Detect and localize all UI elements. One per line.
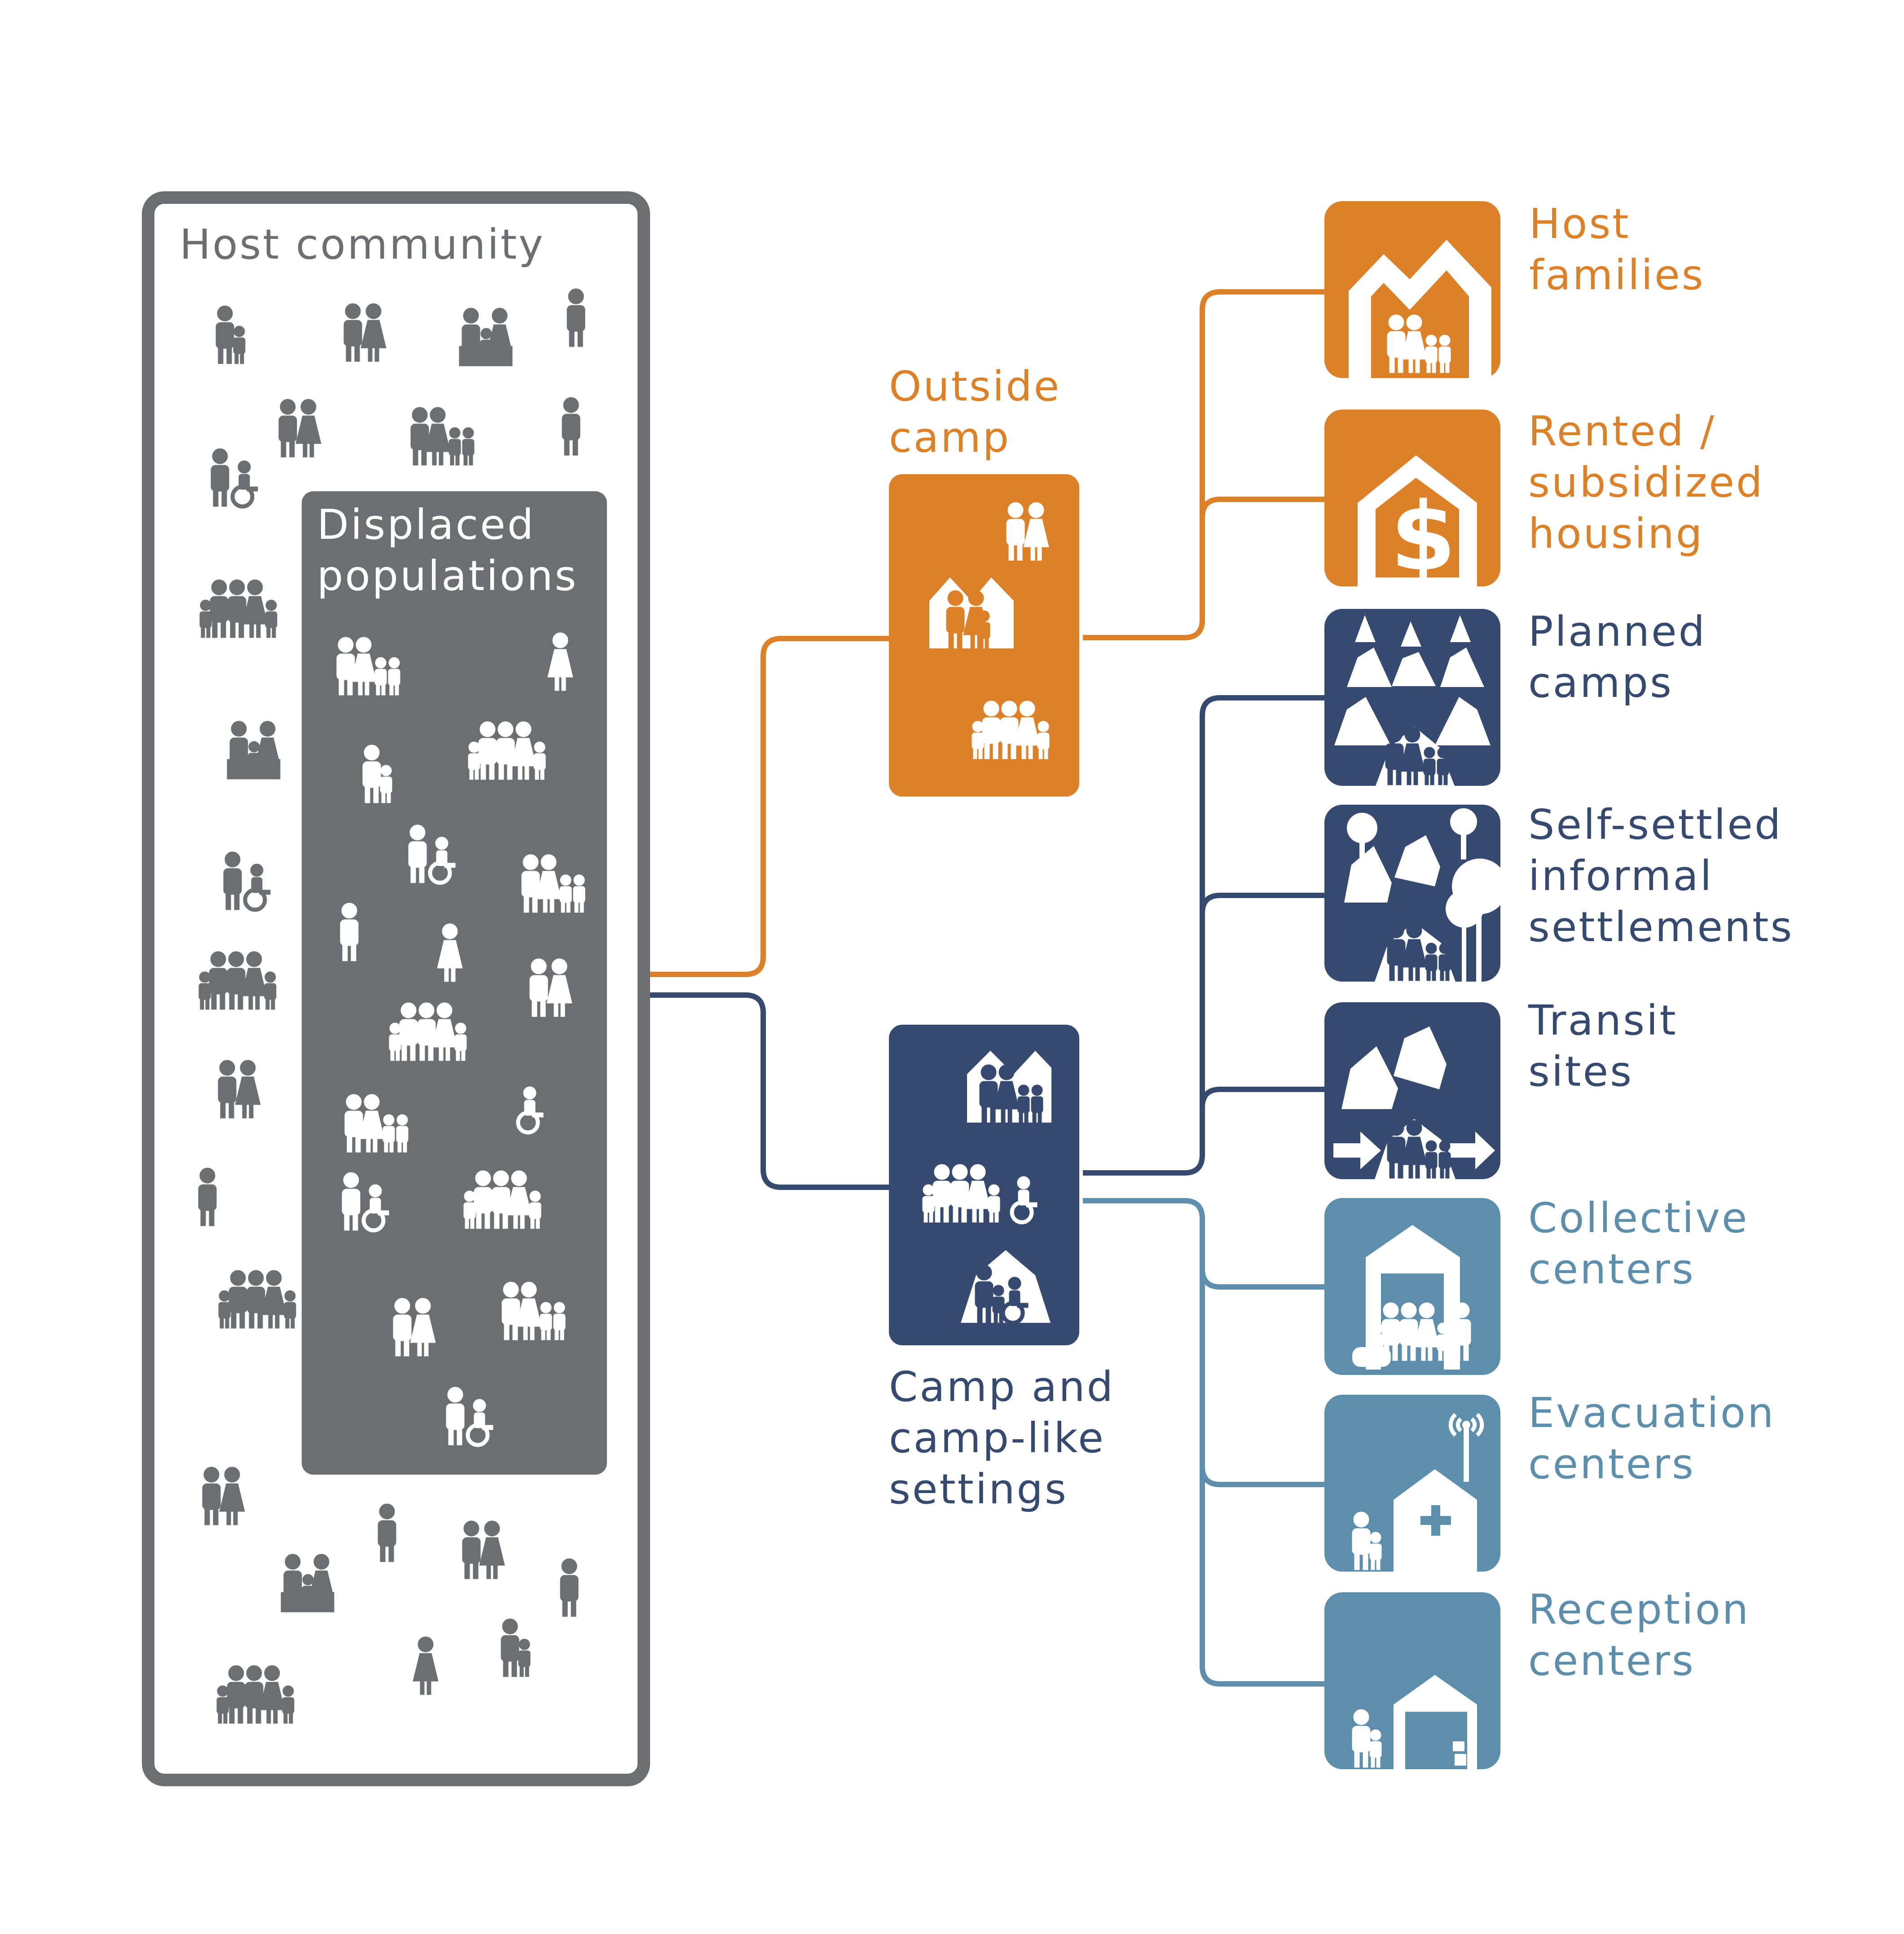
displaced-title-line2: populations (317, 552, 578, 600)
connector-outside-camp-branch (1083, 289, 1330, 640)
displaced-title-line1: Displaced (317, 501, 536, 549)
label-rented-housing: Rented / subsidized housing (1528, 406, 1764, 559)
camp-settings-label: Camp and camp-like settings (889, 1361, 1115, 1515)
evacuation-centers-line1: Evacuation (1528, 1389, 1776, 1437)
label-host-families: Host families (1529, 198, 1705, 301)
label-transit-sites: Transit sites (1528, 995, 1678, 1097)
host-families-line2: families (1529, 251, 1705, 299)
label-collective-centers: Collective centers (1528, 1193, 1749, 1295)
tile-evacuation-centers (1324, 1395, 1500, 1572)
connector-displaced-to-outside-camp (602, 636, 893, 977)
rented-housing-line1: Rented / (1528, 407, 1716, 455)
self-settled-line3: settlements (1528, 903, 1794, 951)
self-settled-line2: informal (1528, 852, 1714, 900)
tile-host-families (1324, 201, 1500, 378)
svg-text:$: $ (1390, 482, 1456, 592)
outside-camp-label-line2: camp (889, 414, 1011, 462)
tile-transit-sites (1324, 1002, 1500, 1179)
connector-camp-steel-branch (1083, 1198, 1330, 1687)
camp-settings-label-line3: settings (889, 1465, 1068, 1513)
rented-housing-line3: housing (1528, 510, 1704, 558)
outside-camp-house-icon (929, 577, 1014, 649)
reception-centers-line1: Reception (1528, 1586, 1750, 1634)
rented-housing-line2: subsidized (1528, 458, 1764, 507)
host-community-title: Host community (180, 220, 545, 269)
camp-settings-label-line2: camp-like (889, 1414, 1105, 1462)
collective-centers-line2: centers (1528, 1245, 1695, 1293)
tile-reception-centers (1324, 1592, 1500, 1769)
outside-camp-label: Outside camp (889, 361, 1061, 463)
host-families-line1: Host (1529, 200, 1631, 248)
evacuation-centers-line2: centers (1528, 1440, 1695, 1488)
connector-displaced-to-camp (602, 992, 893, 1190)
connector-camp-navy-branch (1083, 695, 1330, 1176)
planned-camps-line2: camps (1528, 659, 1673, 707)
self-settled-line1: Self-settled (1528, 801, 1783, 849)
tile-collective-centers (1324, 1198, 1500, 1375)
label-evacuation-centers: Evacuation centers (1528, 1388, 1775, 1490)
outside-camp-label-line1: Outside (889, 362, 1061, 410)
displaced-populations-title: Displaced populations (317, 499, 578, 602)
label-reception-centers: Reception centers (1528, 1584, 1750, 1687)
transit-sites-line2: sites (1528, 1048, 1634, 1096)
connectors (602, 289, 1330, 1687)
camp-settings-label-line1: Camp and (889, 1363, 1115, 1411)
transit-sites-line1: Transit (1528, 996, 1678, 1044)
label-self-settled: Self-settled informal settlements (1528, 799, 1794, 953)
label-planned-camps: Planned camps (1528, 606, 1706, 709)
camp-tent-icon (961, 1250, 1051, 1323)
reception-centers-line2: centers (1528, 1637, 1695, 1685)
tile-rented-housing: $ (1324, 410, 1500, 592)
planned-camps-line1: Planned (1528, 608, 1707, 656)
collective-centers-line1: Collective (1528, 1194, 1749, 1242)
tile-planned-camps (1324, 609, 1500, 786)
tile-self-settled (1324, 805, 1508, 982)
camp-house-icon (967, 1051, 1051, 1123)
